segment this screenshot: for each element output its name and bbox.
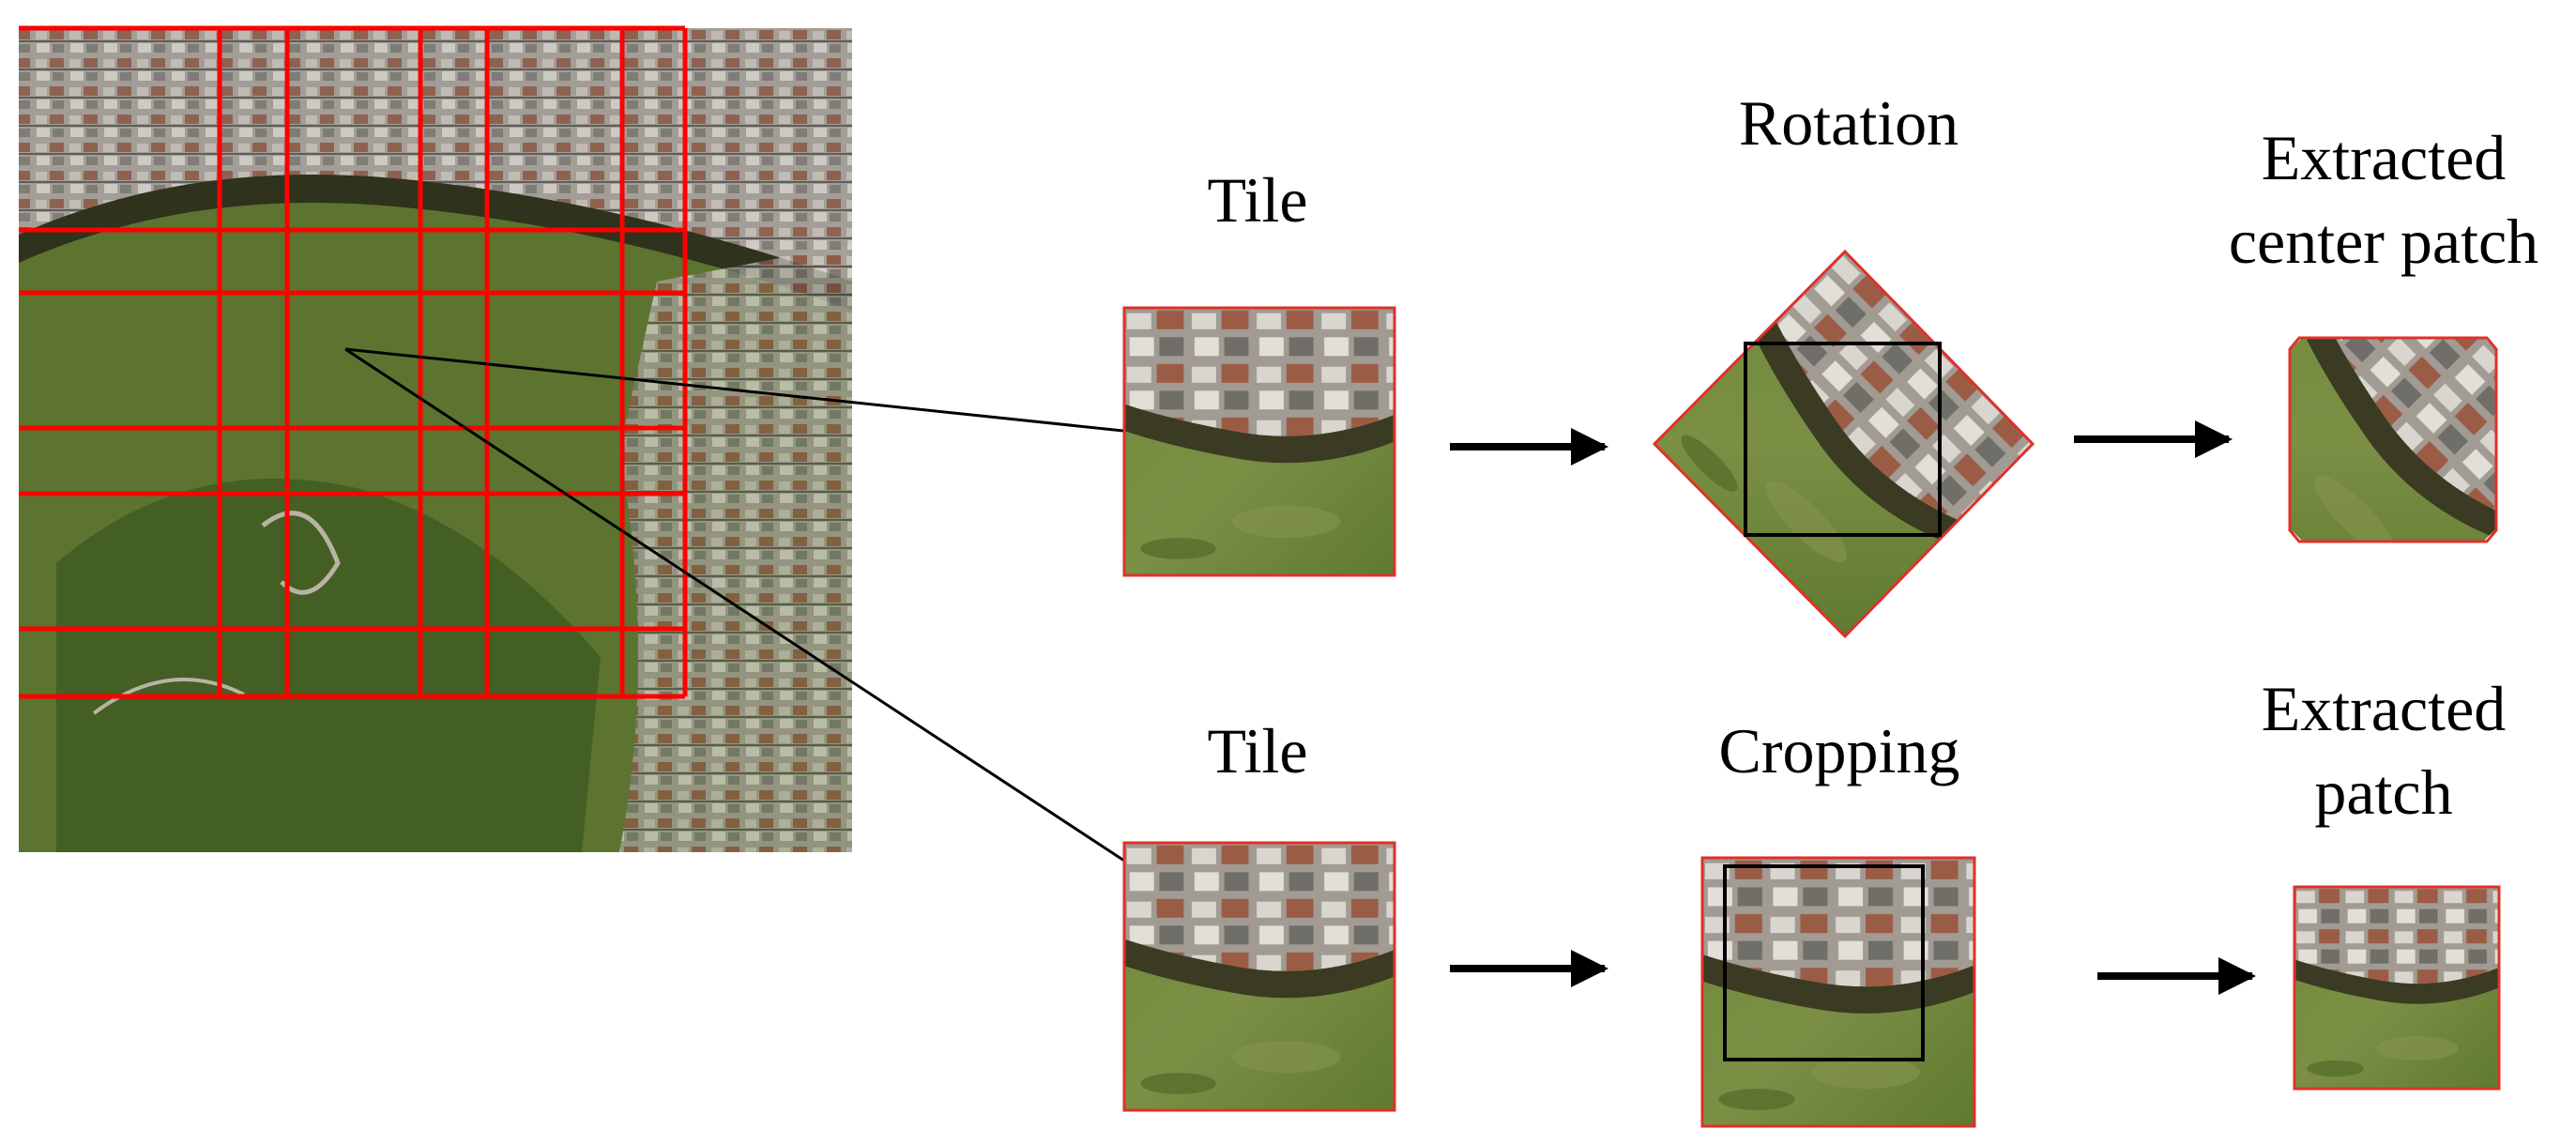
extracted-center-label-line2: center patch — [2228, 206, 2539, 277]
cropping-tile — [1700, 856, 1976, 1128]
tile-grid — [19, 25, 688, 699]
tile-top — [1122, 306, 1396, 577]
tile-bottom-label: Tile — [1207, 715, 1308, 786]
tile-bottom — [1122, 841, 1396, 1112]
extracted-center-label-line1: Extracted — [2261, 122, 2507, 193]
cropping-label: Cropping — [1718, 715, 1960, 786]
rotated-tile — [1652, 249, 2035, 639]
extracted-center-patch — [2288, 336, 2498, 543]
satellite-map — [19, 25, 852, 852]
rotation-crop-box — [1744, 342, 1942, 537]
tile-top-label: Tile — [1207, 164, 1308, 236]
extracted-patch — [2293, 885, 2501, 1091]
extracted-patch-label-line1: Extracted — [2261, 673, 2507, 744]
extracted-patch-label-line2: patch — [2314, 756, 2453, 828]
rotation-label: Rotation — [1738, 87, 1959, 159]
crop-box — [1723, 864, 1925, 1061]
